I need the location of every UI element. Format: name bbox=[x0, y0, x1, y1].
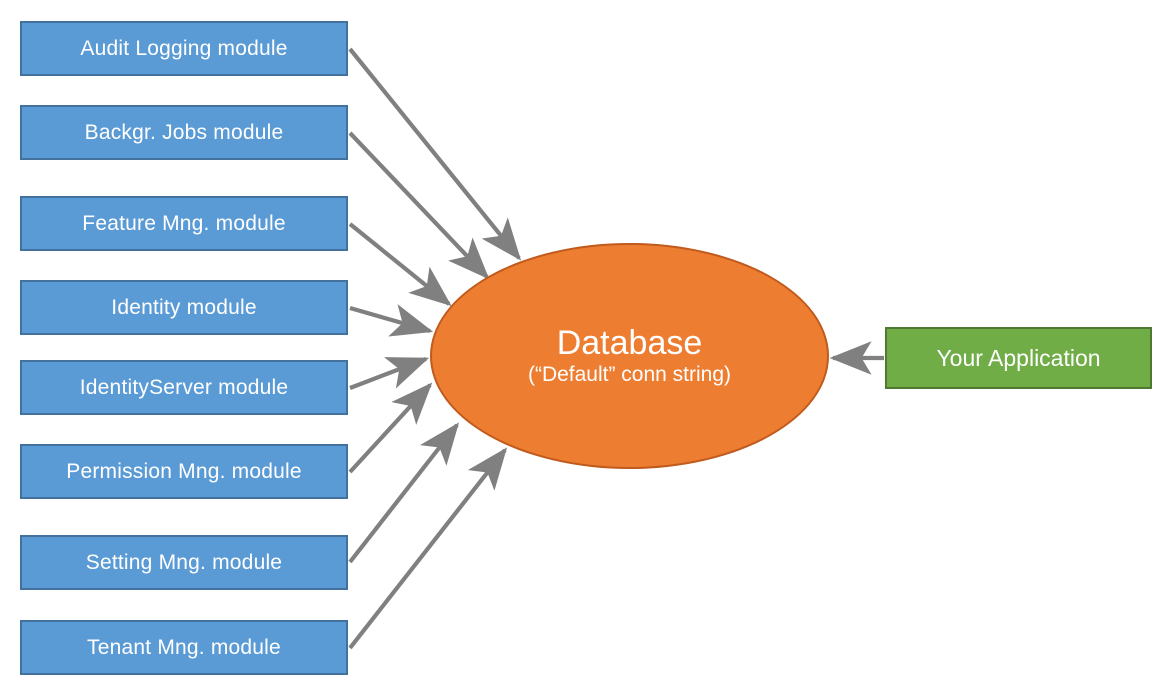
module-box-feature-mng[interactable]: Feature Mng. module bbox=[20, 196, 348, 251]
arrow-identity-to-database bbox=[349, 304, 434, 337]
module-box-audit-logging[interactable]: Audit Logging module bbox=[20, 21, 348, 76]
module-label: Setting Mng. module bbox=[85, 550, 283, 574]
module-box-identity[interactable]: Identity module bbox=[20, 280, 348, 335]
arrow-feature-mng-to-database bbox=[348, 222, 452, 307]
arrow-tenant-mng-to-database bbox=[348, 447, 508, 650]
arrow-background-jobs-to-database bbox=[348, 131, 490, 280]
database-subtitle: (“Default” conn string) bbox=[527, 363, 732, 387]
module-label: Backgr. Jobs module bbox=[84, 120, 284, 144]
module-label: Tenant Mng. module bbox=[87, 635, 281, 659]
arrow-audit-logging-to-database bbox=[348, 47, 522, 261]
module-box-permission-mng[interactable]: Permission Mng. module bbox=[20, 444, 348, 499]
module-box-setting-mng[interactable]: Setting Mng. module bbox=[20, 535, 348, 590]
module-box-identityserver[interactable]: IdentityServer module bbox=[20, 360, 348, 415]
module-label: Identity module bbox=[111, 295, 257, 319]
arrow-identityserver-to-database bbox=[349, 357, 430, 390]
your-application-box[interactable]: Your Application bbox=[885, 327, 1152, 389]
module-label: Permission Mng. module bbox=[66, 459, 302, 483]
database-title: Database bbox=[556, 323, 703, 362]
database-node[interactable]: Database (“Default” conn string) bbox=[430, 243, 829, 469]
module-label: Feature Mng. module bbox=[82, 211, 286, 235]
application-label: Your Application bbox=[936, 344, 1101, 371]
module-box-background-jobs[interactable]: Backgr. Jobs module bbox=[20, 105, 348, 160]
arrow-setting-mng-to-database bbox=[348, 422, 460, 564]
module-label: IdentityServer module bbox=[79, 375, 289, 399]
arrow-permission-mng-to-database bbox=[348, 382, 433, 474]
module-label: Audit Logging module bbox=[80, 36, 288, 60]
module-box-tenant-mng[interactable]: Tenant Mng. module bbox=[20, 620, 348, 675]
